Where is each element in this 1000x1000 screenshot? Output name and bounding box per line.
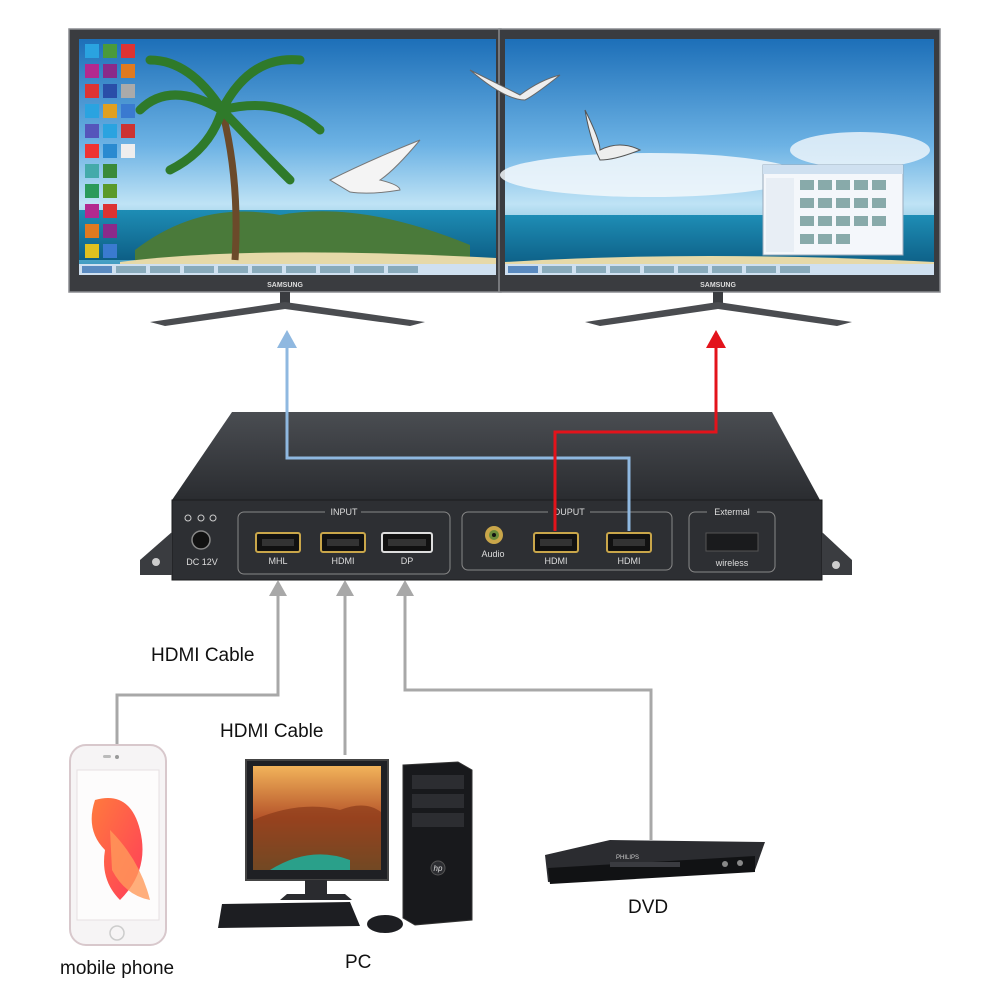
gray-arrowhead-mhl <box>269 580 287 596</box>
hdmi-output-port-2[interactable] <box>606 532 652 553</box>
dvd-label: DVD <box>628 897 669 918</box>
splitter-device: DC 12V INPUT MHL HDMI DP OUPUT A <box>140 412 852 581</box>
dp-port[interactable] <box>381 532 433 553</box>
red-arrowhead <box>706 330 726 348</box>
input-group-label: INPUT <box>331 507 359 517</box>
keyboard <box>218 902 360 928</box>
monitor-left-brand: SAMSUNG <box>267 282 303 289</box>
wireless-label: wireless <box>715 558 749 568</box>
gray-arrowhead-hdmi <box>336 580 354 596</box>
monitor-right: SAMSUNG <box>469 28 941 326</box>
hdmi-output-port-1[interactable] <box>533 532 579 553</box>
red-signal-line <box>553 345 718 531</box>
cable-label-1: HDMI Cable <box>151 645 255 666</box>
hdmi-output-label-2: HDMI <box>618 556 641 566</box>
blue-signal-line <box>285 345 631 531</box>
power-port: DC 12V <box>184 514 218 567</box>
dvd-brand: PHILIPS <box>616 855 639 861</box>
pc-label: PC <box>345 952 372 973</box>
dvd-player: PHILIPS <box>545 840 765 884</box>
monitor-right-brand: SAMSUNG <box>700 282 736 289</box>
mhl-label: MHL <box>268 556 287 566</box>
hdmi-input-port[interactable] <box>320 532 366 553</box>
gray-line-dvd <box>403 590 653 840</box>
gray-arrowhead-dp <box>396 580 414 596</box>
audio-label: Audio <box>481 549 504 559</box>
power-label: DC 12V <box>186 557 218 567</box>
hdmi-input-label: HDMI <box>332 556 355 566</box>
hdmi-output-label-1: HDMI <box>545 556 568 566</box>
mhl-port[interactable] <box>255 532 301 553</box>
mobile-phone-label: mobile phone <box>60 958 175 979</box>
explorer-window <box>762 164 904 256</box>
mouse <box>367 915 403 933</box>
audio-port[interactable] <box>485 526 503 544</box>
gray-line-mobile <box>115 590 280 745</box>
output-group-label: OUPUT <box>553 507 585 517</box>
desktop-icons <box>85 44 135 258</box>
tower-brand: hp <box>434 864 443 873</box>
mobile-phone <box>69 744 167 946</box>
cable-label-2: HDMI Cable <box>220 721 324 742</box>
external-group-label: Extermal <box>714 507 750 517</box>
desktop-pc: hp <box>218 759 473 933</box>
wireless-module <box>705 532 759 552</box>
dp-label: DP <box>401 556 414 566</box>
monitor-left: SAMSUNG <box>68 28 502 326</box>
blue-arrowhead <box>277 330 297 348</box>
